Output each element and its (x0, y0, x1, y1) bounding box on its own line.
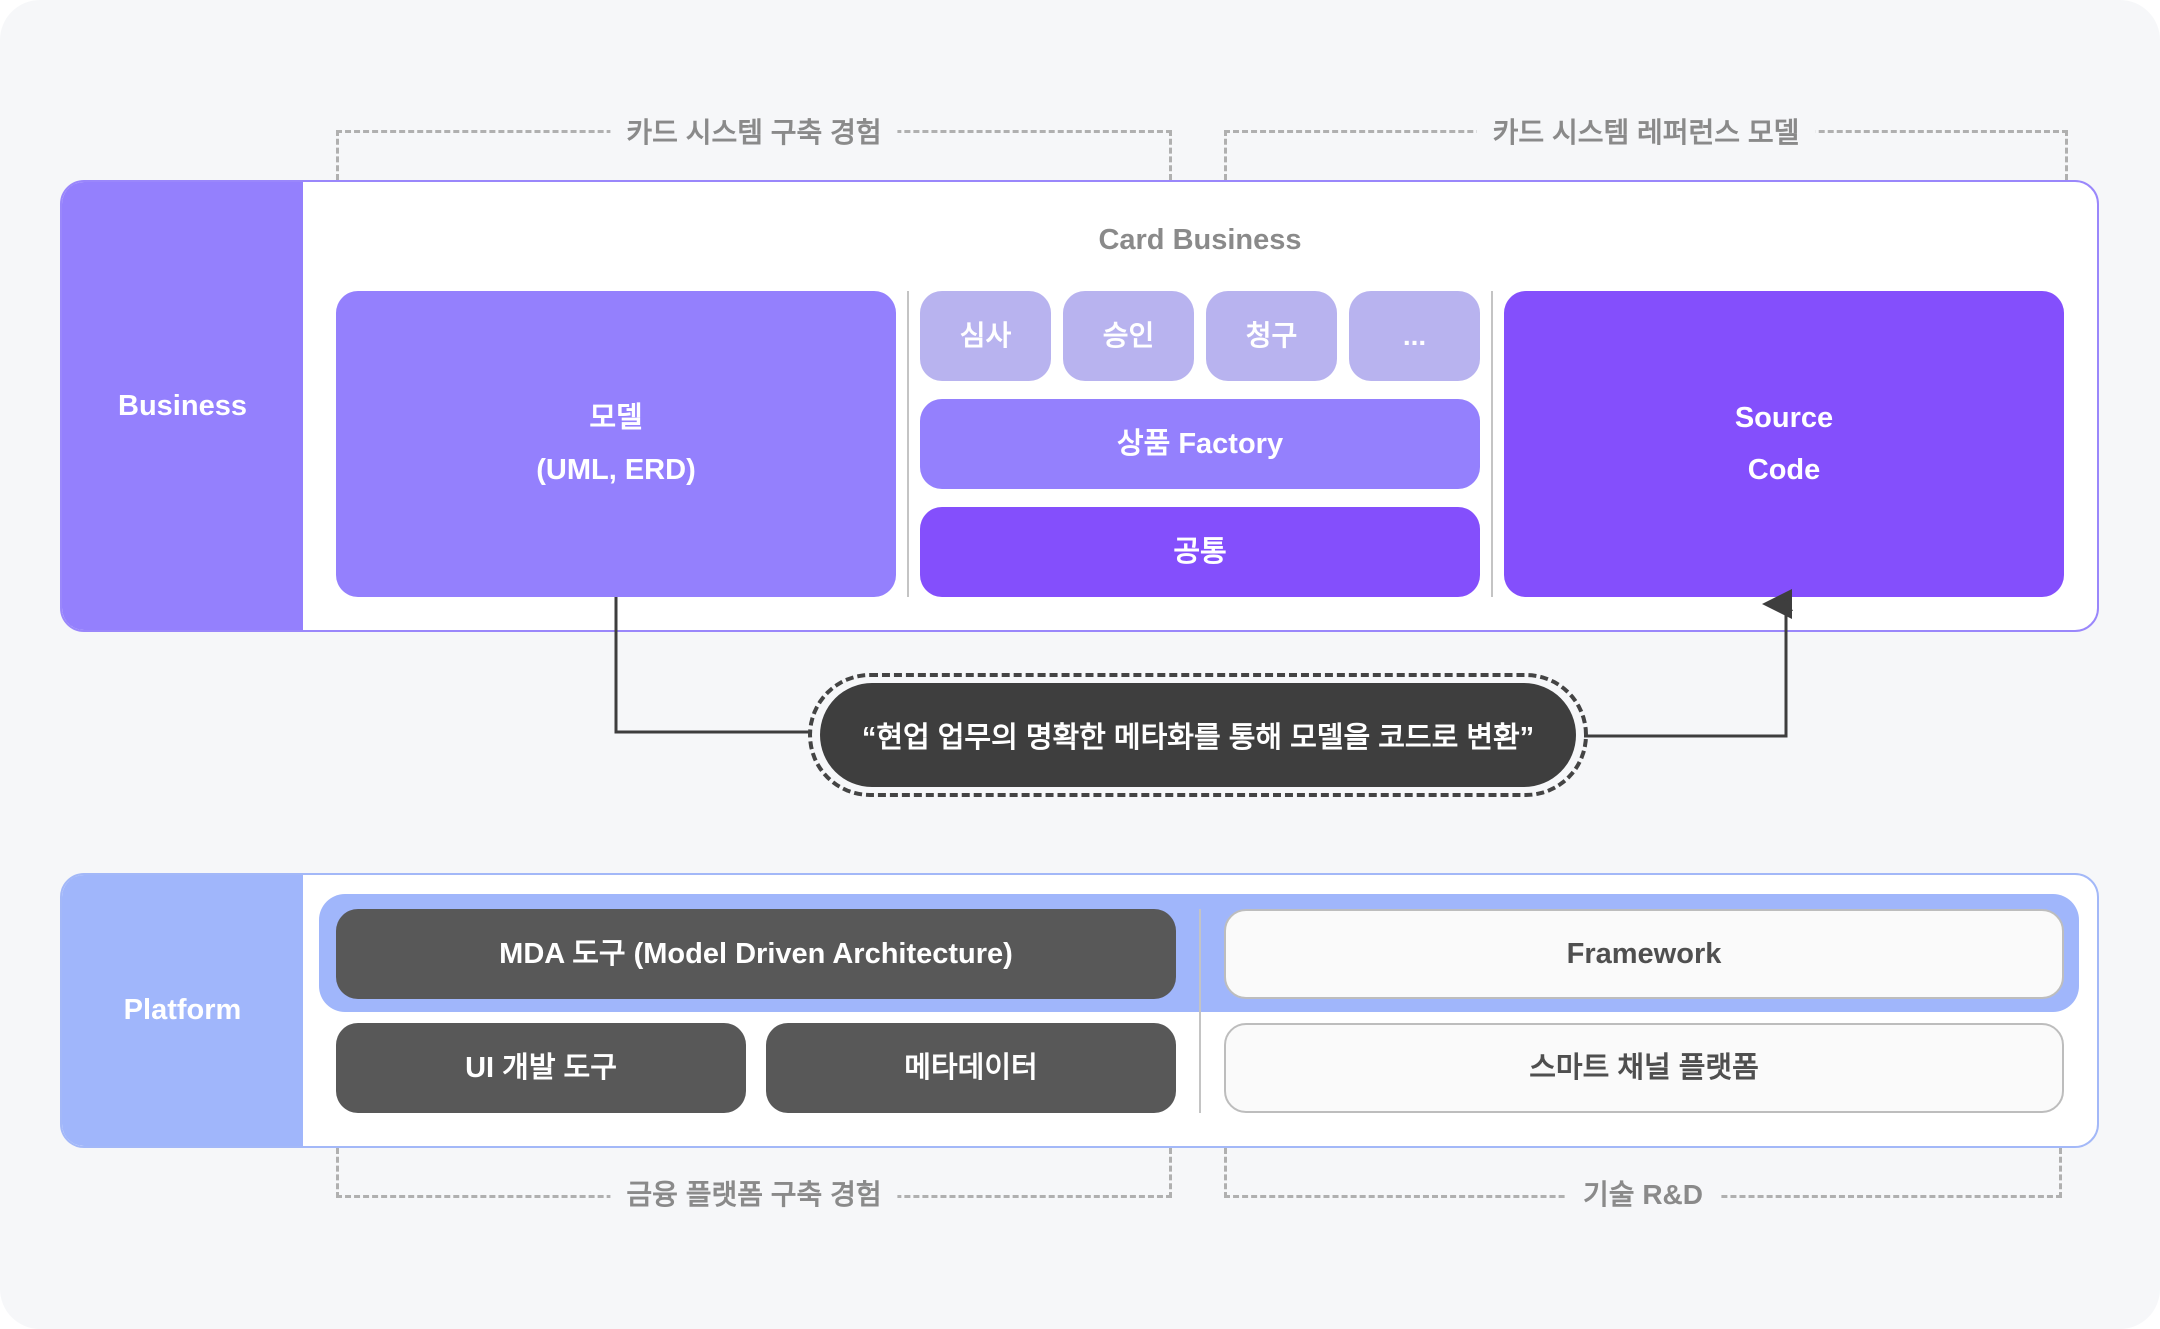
bracket-label-finance-platform-experience: 금융 플랫폼 구축 경험 (610, 1178, 898, 1212)
arrow-up-icon (1779, 598, 1793, 611)
source-code-label-line1: Source (1734, 402, 1834, 434)
chip-approval[interactable]: 승인 (1063, 291, 1194, 381)
chip-billing[interactable]: 청구 (1206, 291, 1337, 381)
chip-review[interactable]: 심사 (920, 291, 1051, 381)
source-code-label-line2: Code (1747, 454, 1821, 486)
product-factory-box[interactable]: 상품 Factory (920, 399, 1480, 489)
source-code-box[interactable]: Source Code (1504, 291, 2064, 597)
platform-divider (1199, 909, 1201, 1113)
business-divider-right (1491, 291, 1493, 597)
connector-model-to-transform (614, 597, 812, 734)
card-business-title: Card Business (1098, 224, 1302, 256)
bracket-label-card-system-experience: 카드 시스템 구축 경험 (610, 116, 898, 150)
platform-label: Platform (62, 875, 303, 1146)
business-divider-left (907, 291, 909, 597)
model-sublabel: (UML, ERD) (536, 454, 696, 486)
business-label: Business (62, 182, 303, 630)
connector-transform-to-source (1584, 589, 1792, 738)
mda-tool-box[interactable]: MDA 도구 (Model Driven Architecture) (336, 909, 1176, 999)
bracket-label-card-reference-model: 카드 시스템 레퍼런스 모델 (1476, 116, 1816, 150)
metadata-box[interactable]: 메타데이터 (766, 1023, 1176, 1113)
common-box[interactable]: 공통 (920, 507, 1480, 597)
transform-pill-outline (808, 673, 1588, 797)
bracket-label-tech-rnd: 기술 R&D (1567, 1178, 1719, 1212)
model-label: 모델 (589, 402, 643, 434)
transform-pill[interactable]: “현업 업무의 명확한 메타화를 통해 모델을 코드로 변환” (820, 683, 1576, 787)
model-box[interactable]: 모델 (UML, ERD) (336, 291, 896, 597)
ui-dev-tool-box[interactable]: UI 개발 도구 (336, 1023, 746, 1113)
framework-box[interactable]: Framework (1224, 909, 2064, 999)
smart-channel-platform-box[interactable]: 스마트 채널 플랫폼 (1224, 1023, 2064, 1113)
chip-more[interactable]: ... (1349, 291, 1480, 381)
